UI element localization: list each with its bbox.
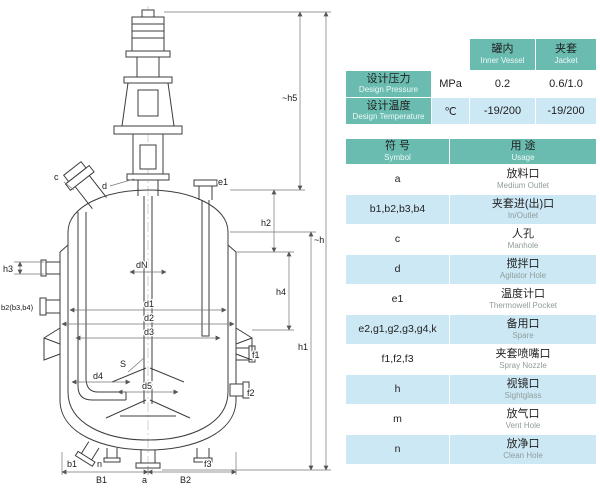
label-h: ~h bbox=[314, 235, 324, 245]
symbol-cell: f1,f2,f3 bbox=[345, 343, 450, 375]
design-pressure-jacket-value: 0.6/1.0 bbox=[535, 70, 597, 98]
design-pressure-inner-value: 0.2 bbox=[469, 70, 536, 98]
vessel-shell bbox=[59, 189, 237, 451]
label-h4: h4 bbox=[276, 287, 286, 297]
label-h5: ~h5 bbox=[282, 93, 297, 103]
label-c: c bbox=[54, 172, 59, 182]
usage-row-n: n 放净口 Clean Hole bbox=[345, 433, 597, 465]
usage-cell: 放气口 Vent Hole bbox=[449, 403, 597, 435]
label-a: a bbox=[142, 475, 147, 485]
symbol-cell: a bbox=[345, 163, 450, 195]
usage-row-f1-f3: f1,f2,f3 夹套喷嘴口 Spray Nozzle bbox=[345, 343, 597, 375]
usage-row-e1: e1 温度计口 Thermowell Pocket bbox=[345, 283, 597, 315]
thermowell-tube bbox=[201, 200, 210, 337]
symbol-cell: h bbox=[345, 373, 450, 405]
bottom-nozzles bbox=[74, 441, 213, 469]
usage-cell: 视镜口 Sightglass bbox=[449, 373, 597, 405]
design-table-header-row: 罐内 Inner Vessel 夹套 Jacket bbox=[345, 38, 597, 71]
design-conditions-table: 罐内 Inner Vessel 夹套 Jacket 设计压力 Design Pr… bbox=[345, 38, 597, 125]
label-B1: B1 bbox=[96, 475, 107, 485]
design-pressure-row: 设计压力 Design Pressure MPa 0.2 0.6/1.0 bbox=[345, 70, 597, 98]
dimension-lines bbox=[14, 11, 331, 475]
usage-cell: 温度计口 Thermowell Pocket bbox=[449, 283, 597, 315]
design-pressure-label: 设计压力 Design Pressure bbox=[345, 70, 432, 98]
label-f1: f1 bbox=[252, 350, 260, 360]
usage-row-m: m 放气口 Vent Hole bbox=[345, 403, 597, 435]
usage-row-c: c 人孔 Manhole bbox=[345, 223, 597, 255]
jacket-en: Jacket bbox=[554, 55, 578, 65]
symbol-cell: n bbox=[345, 433, 450, 465]
jacket-nozzle-b2 bbox=[39, 297, 61, 316]
label-B2: B2 bbox=[180, 475, 191, 485]
label-S: S bbox=[120, 359, 126, 369]
label-b1: b1 bbox=[67, 459, 77, 469]
label-n: n bbox=[97, 459, 102, 469]
thermowell-nozzle-e1 bbox=[193, 179, 218, 200]
reactor-vessel-drawing: c d e1 ~h5 h2 ~h h4 h1 h3 b2(b3,b4) dN d… bbox=[0, 6, 331, 487]
usage-row-b1-b4: b1,b2,b3,b4 夹套进(出)口 In/Outlet bbox=[345, 193, 597, 225]
col-header-inner-vessel: 罐内 Inner Vessel bbox=[469, 38, 536, 71]
usage-cell: 备用口 Spare bbox=[449, 313, 597, 345]
symbol-cell: d bbox=[345, 253, 450, 285]
corner-cell bbox=[345, 38, 470, 71]
label-e1: e1 bbox=[218, 177, 228, 187]
symbol-cell: c bbox=[345, 223, 450, 255]
label-d4: d4 bbox=[93, 371, 103, 381]
design-pressure-unit: MPa bbox=[431, 70, 470, 98]
usage-row-d: d 搅拌口 Agitator Hole bbox=[345, 253, 597, 285]
agitator-shaft bbox=[105, 196, 191, 419]
design-temperature-inner-value: -19/200 bbox=[469, 97, 536, 125]
usage-cell: 搅拌口 Agitator Hole bbox=[449, 253, 597, 285]
design-temperature-jacket-value: -19/200 bbox=[535, 97, 597, 125]
usage-cell: 放料口 Medium Outlet bbox=[449, 163, 597, 195]
jacket-zh: 夹套 bbox=[555, 43, 577, 56]
usage-cell: 放净口 Clean Hole bbox=[449, 433, 597, 465]
sightglass-nozzle-h3 bbox=[40, 259, 61, 277]
support-lugs bbox=[43, 327, 253, 361]
label-b2: b2(b3,b4) bbox=[1, 303, 34, 312]
reactor-drawing-panel: c d e1 ~h5 h2 ~h h4 h1 h3 b2(b3,b4) dN d… bbox=[0, 6, 331, 487]
symbol-header: 符 号 Symbol bbox=[345, 138, 450, 165]
col-header-jacket: 夹套 Jacket bbox=[535, 38, 597, 71]
usage-table-header-row: 符 号 Symbol 用 途 Usage bbox=[345, 138, 597, 165]
manhole-nozzle-c bbox=[63, 161, 107, 210]
usage-row-a: a 放料口 Medium Outlet bbox=[345, 163, 597, 195]
label-h2: h2 bbox=[261, 218, 271, 228]
usage-cell: 夹套进(出)口 In/Outlet bbox=[449, 193, 597, 225]
label-f2: f2 bbox=[247, 388, 255, 398]
symbol-cell: m bbox=[345, 403, 450, 435]
vessel-structure bbox=[39, 9, 256, 469]
label-d5: d5 bbox=[142, 381, 152, 391]
usage-header: 用 途 Usage bbox=[449, 138, 597, 165]
dimension-labels: c d e1 ~h5 h2 ~h h4 h1 h3 b2(b3,b4) dN d… bbox=[0, 92, 326, 487]
label-h1: h1 bbox=[298, 342, 308, 352]
label-dN: dN bbox=[136, 260, 148, 270]
symbol-cell: e1 bbox=[345, 283, 450, 315]
jacket-nozzle-f2 bbox=[229, 381, 250, 399]
label-d: d bbox=[102, 181, 107, 191]
agitator-drive-assembly bbox=[113, 9, 183, 196]
label-h3: h3 bbox=[3, 264, 13, 274]
inner-vessel-en: Inner Vessel bbox=[480, 55, 525, 65]
nozzle-usage-table: 符 号 Symbol 用 途 Usage a 放料口 Medium Outlet… bbox=[345, 138, 597, 465]
symbol-cell: e2,g1,g2,g3,g4,k bbox=[345, 313, 450, 345]
spec-tables-panel: 罐内 Inner Vessel 夹套 Jacket 设计压力 Design Pr… bbox=[345, 38, 597, 465]
inner-vessel-zh: 罐内 bbox=[491, 43, 514, 56]
label-d2: d2 bbox=[144, 313, 154, 323]
design-temperature-unit: ℃ bbox=[431, 97, 470, 125]
design-temperature-label: 设计温度 Design Temperature bbox=[345, 97, 432, 125]
label-f3: f3 bbox=[204, 459, 212, 469]
symbol-cell: b1,b2,b3,b4 bbox=[345, 193, 450, 225]
label-d1: d1 bbox=[144, 299, 154, 309]
usage-cell: 人孔 Manhole bbox=[449, 223, 597, 255]
usage-row-h: h 视镜口 Sightglass bbox=[345, 373, 597, 405]
usage-row-spare: e2,g1,g2,g3,g4,k 备用口 Spare bbox=[345, 313, 597, 345]
label-d3: d3 bbox=[144, 327, 154, 337]
design-temperature-row: 设计温度 Design Temperature ℃ -19/200 -19/20… bbox=[345, 97, 597, 125]
usage-cell: 夹套喷嘴口 Spray Nozzle bbox=[449, 343, 597, 375]
